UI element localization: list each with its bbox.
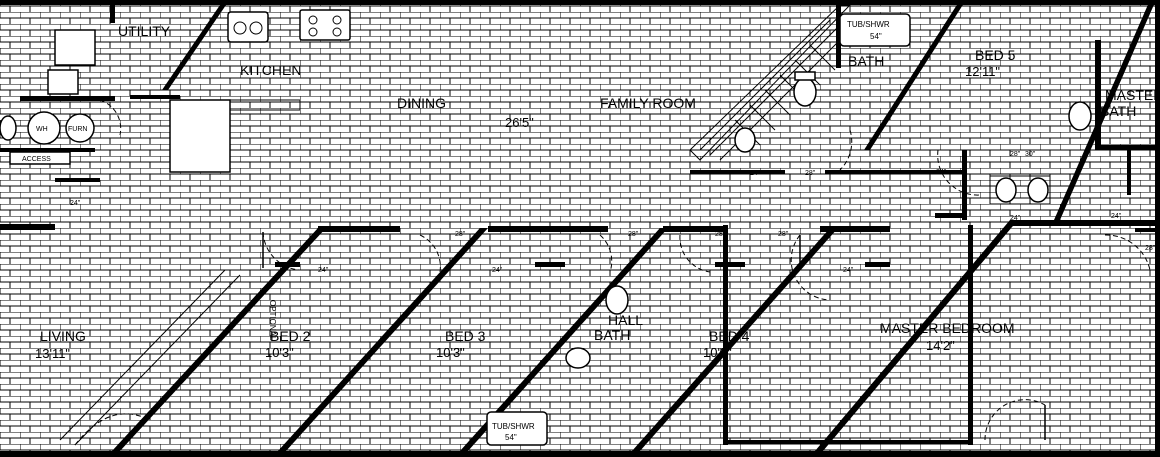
toilet-utility [0,115,17,141]
living-angled-guide [59,269,241,446]
bed4-label: BED 4 [709,328,750,344]
bed5-dimension: 12'11" [965,64,1000,79]
door-label: 28" [455,231,466,238]
washer-dryer [47,29,96,95]
wh-label: WH [36,126,48,133]
hall-sink [565,347,591,369]
room-labels: UTILITY KITCHEN DINING FAMILY ROOM 26'5"… [35,23,1160,361]
door-label: 24" [843,267,854,274]
tub-label-bottom: TUB/SHWR [492,422,535,431]
bed3-dimension: 10'3" [436,345,465,360]
toilet-bath [793,71,817,107]
door-label: 24" [70,200,81,207]
door-label: 28" [1010,151,1021,158]
door-label: 24" [750,170,761,177]
utility-label: UTILITY [118,23,171,39]
door-label: 24" [1111,213,1122,220]
door-label: 28" [778,231,789,238]
furn-label: FURN [68,126,87,133]
optional-label: OPTIONAL [268,300,277,341]
door-label: 28" [1145,245,1156,252]
master-bedroom-label: MASTER BEDROOM [880,320,1015,336]
access-panel: ACCESS [9,151,71,165]
toilet-master-bath [1068,101,1092,131]
family-room-dimension: 26'5" [505,115,534,130]
family-room-label: FAMILY ROOM [600,95,696,111]
kitchen-island [169,99,231,173]
bed4-dimension: 10'3" [703,345,732,360]
door-label: 28" [628,231,639,238]
tub-size-top: 54" [870,32,882,41]
living-dimension: 13'11" [35,346,70,361]
hall-toilet [605,285,629,315]
living-label: LIVING [40,328,86,344]
master-bedroom-dimension: 14'2" [926,338,955,353]
door-label: 24" [936,169,947,176]
door-label: 24" [492,267,503,274]
access-label: ACCESS [22,156,51,163]
door-label: 30" [1025,151,1036,158]
range [299,9,351,41]
angled-walls [112,0,1156,451]
kitchen-label: KITCHEN [240,62,301,78]
kitchen-sink [227,11,269,43]
counter [229,99,301,111]
door-label: 28" [805,170,816,177]
door-label: 24" [318,267,329,274]
bed2-label: BED 2 [270,328,311,344]
hall-bath-label-line1: HALL [608,312,643,328]
door-size-labels: 24" 24" 24" 24" 24" 24" 24" 24" 28" 28" … [70,151,1156,274]
master-bath-sinks [989,175,1051,205]
bath-sink [734,127,756,153]
tub-shower-bottom: TUB/SHWR 54" [486,411,548,446]
bath-label: BATH [848,53,884,69]
tub-size-bottom: 54" [505,433,517,442]
master-bath-label-line2: BATH [1100,103,1136,119]
bed5-label: BED 5 [975,47,1016,63]
bed2-dimension: 10'3" [265,345,294,360]
water-heater: WH [27,111,61,145]
furnace: FURN [65,113,95,143]
tub-label-top: TUB/SHWR [847,20,890,29]
tub-shower-top: TUB/SHWR 54" [839,13,911,47]
dining-label: DINING [397,95,446,111]
master-bath-label-line1: MASTER [1105,87,1160,103]
door-label: 24" [1010,215,1021,222]
hall-bath-label-line2: BATH [594,327,630,343]
bed3-label: BED 3 [445,328,486,344]
door-swings [99,99,1151,441]
door-label: 28" [715,231,726,238]
